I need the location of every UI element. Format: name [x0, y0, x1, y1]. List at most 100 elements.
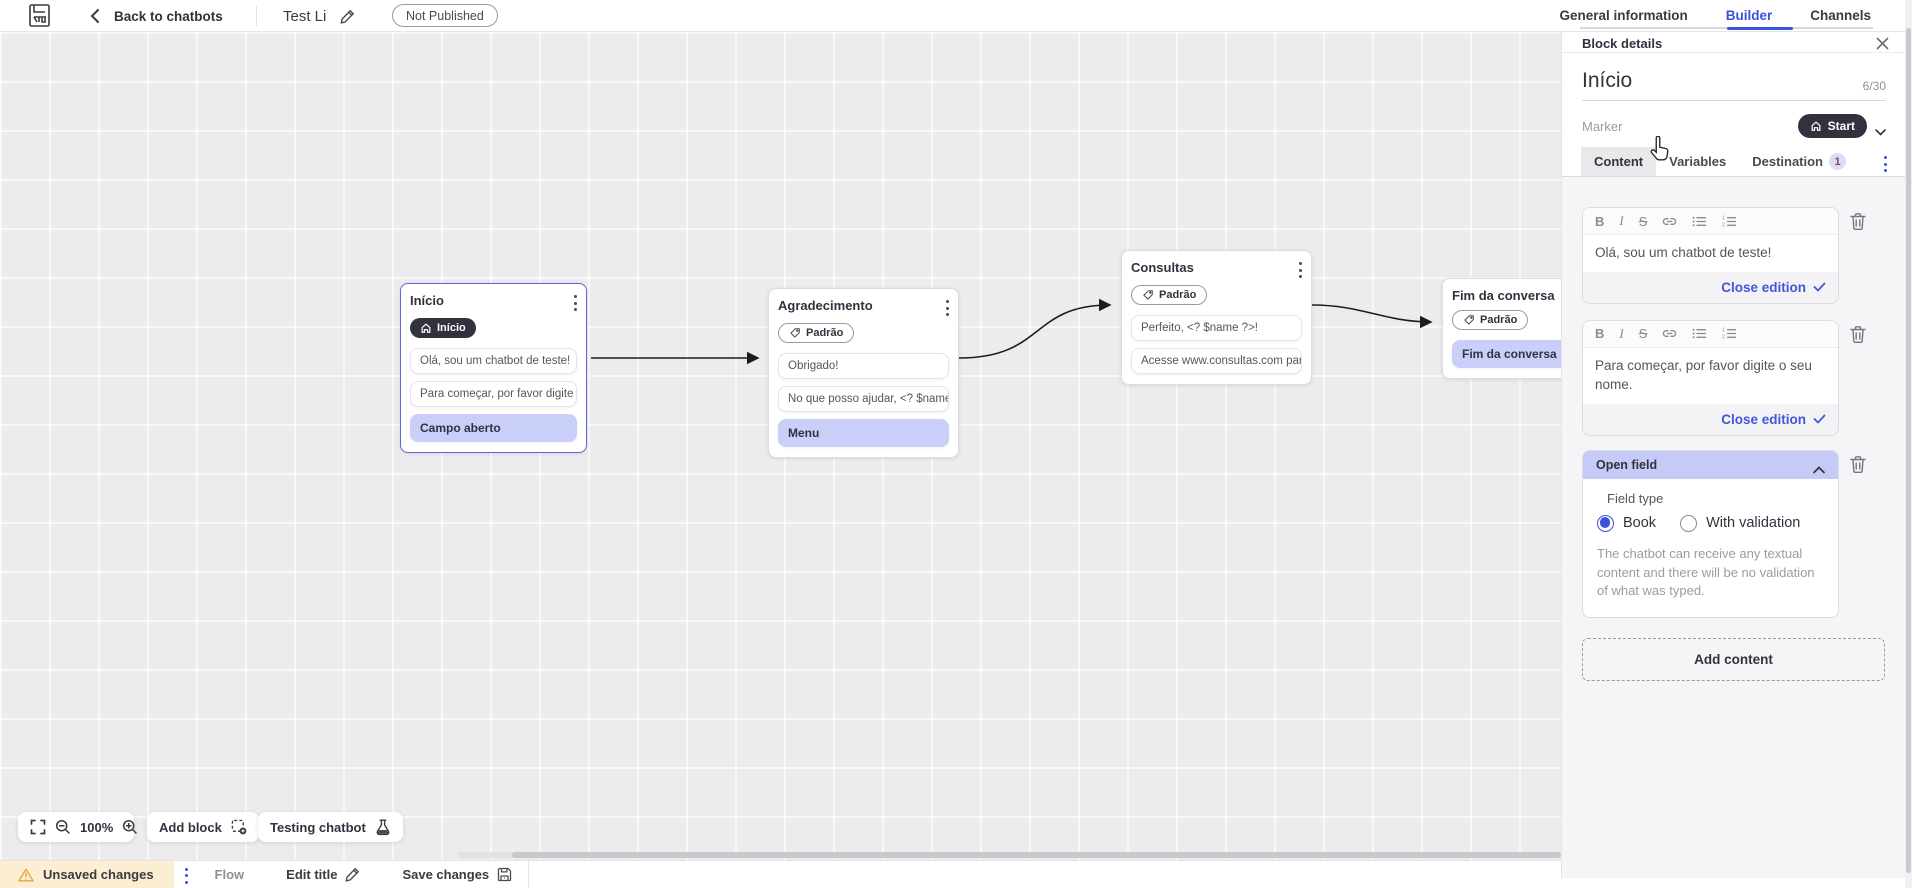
block-item-end[interactable]: Fim da conversa: [1452, 340, 1561, 368]
block-item-message[interactable]: Acesse www.consultas.com par...: [1131, 348, 1302, 374]
save-icon: [497, 867, 512, 882]
panel-tab-destination-label: Destination: [1752, 154, 1824, 169]
back-chevron-icon[interactable]: [90, 9, 100, 23]
marker-label: Marker: [1582, 118, 1623, 134]
zoom-level: 100%: [80, 819, 114, 835]
page-vertical-scrollbar[interactable]: [1905, 0, 1912, 888]
editor-text[interactable]: Olá, sou um chatbot de teste!: [1595, 245, 1772, 260]
block-item-message[interactable]: Para começar, por favor digite o ...: [410, 381, 577, 407]
default-marker-pill: Padrão: [778, 323, 855, 343]
radio-icon[interactable]: [1597, 514, 1614, 532]
trash-icon[interactable]: [1849, 212, 1867, 231]
radio-label: With validation: [1706, 515, 1801, 532]
radio-icon[interactable]: [1680, 514, 1698, 532]
field-type-helper-text: The chatbot can receive any textual cont…: [1597, 545, 1815, 599]
flow-block-fim-da-conversa[interactable]: Fim da conversa Padrão Fim da conversa: [1442, 278, 1561, 379]
save-changes-label: Save changes: [402, 867, 490, 882]
testing-chatbot-button[interactable]: Testing chatbot: [258, 812, 403, 842]
block-item-open-field[interactable]: Campo aberto: [410, 414, 577, 442]
panel-kebab-menu-icon[interactable]: [1883, 156, 1887, 172]
panel-tab-destination[interactable]: Destination 1: [1739, 147, 1859, 176]
marker-select[interactable]: Start: [1797, 114, 1867, 138]
panel-tab-variables[interactable]: Variables: [1669, 154, 1727, 169]
radio-option-with-validation[interactable]: With validation: [1680, 514, 1801, 532]
topbar-divider: [256, 6, 257, 26]
publish-status-badge: Not Published: [392, 4, 498, 27]
radio-option-book[interactable]: Book: [1597, 514, 1657, 532]
marker-pill-label: Padrão: [1159, 289, 1197, 301]
link-icon[interactable]: [1662, 214, 1677, 229]
zoom-in-icon[interactable]: [122, 819, 138, 835]
top-tabs: General information Builder Channels: [1557, 0, 1873, 30]
flow-block-inicio[interactable]: Início Início Olá, sou um chatbot de tes…: [400, 283, 587, 453]
bullet-list-icon[interactable]: [1692, 214, 1707, 229]
flow-canvas[interactable]: Início Início Olá, sou um chatbot de tes…: [0, 32, 1561, 860]
block-item-menu[interactable]: Menu: [778, 419, 949, 447]
flow-block-agradecimento[interactable]: Agradecimento Padrão Obrigado! No que po…: [768, 288, 959, 458]
trash-icon[interactable]: [1849, 455, 1867, 474]
flow-block-consultas[interactable]: Consultas Padrão Perfeito, <? $name ?>! …: [1121, 250, 1312, 385]
block-item-message[interactable]: No que posso ajudar, <? $name ...: [778, 386, 949, 412]
bullet-list-icon[interactable]: [1692, 326, 1707, 341]
check-icon: [1813, 414, 1826, 424]
panel-tab-content[interactable]: Content: [1581, 147, 1657, 176]
block-item-message[interactable]: Obrigado!: [778, 353, 949, 379]
tab-builder[interactable]: Builder: [1725, 7, 1773, 23]
bold-icon[interactable]: B: [1595, 326, 1605, 342]
trash-icon[interactable]: [1849, 325, 1867, 344]
edit-title-button[interactable]: Edit title: [286, 867, 360, 882]
edit-title-label: Edit title: [286, 867, 338, 882]
zoom-out-icon[interactable]: [55, 819, 71, 835]
chevron-up-icon: [1813, 461, 1825, 474]
radio-label: Book: [1623, 515, 1657, 532]
default-marker-pill: Padrão: [1131, 285, 1208, 305]
block-title: Fim da conversa: [1452, 288, 1555, 303]
bold-icon[interactable]: B: [1595, 213, 1605, 229]
strikethrough-icon[interactable]: S: [1638, 326, 1648, 342]
back-to-chatbots-link[interactable]: Back to chatbots: [114, 8, 223, 24]
add-content-button[interactable]: Add content: [1582, 638, 1885, 682]
close-edition-button[interactable]: Close edition: [1583, 271, 1838, 303]
statusbar-kebab-menu-icon[interactable]: [185, 867, 189, 884]
block-name-input[interactable]: Início: [1582, 69, 1633, 92]
kebab-menu-icon[interactable]: [573, 295, 577, 311]
unsaved-changes-chip: Unsaved changes: [0, 861, 174, 888]
italic-icon[interactable]: I: [1619, 325, 1624, 341]
page-vertical-scrollbar-thumb[interactable]: [1906, 28, 1911, 873]
link-icon[interactable]: [1662, 326, 1677, 341]
editor-text[interactable]: Para começar, por favor digite o seu nom…: [1595, 357, 1812, 393]
tag-icon: [790, 328, 800, 338]
block-item-message[interactable]: Olá, sou um chatbot de teste!: [410, 348, 577, 374]
tab-channels[interactable]: Channels: [1810, 7, 1871, 23]
chevron-down-icon[interactable]: [1875, 123, 1886, 136]
tab-general-information[interactable]: General information: [1559, 7, 1688, 23]
open-field-card: Open field Field type Book: [1582, 449, 1839, 619]
block-item-message[interactable]: Perfeito, <? $name ?>!: [1131, 315, 1302, 341]
marker-pill-label: Padrão: [806, 327, 844, 339]
flow-menu-item[interactable]: Flow: [214, 867, 245, 882]
statusbar-divider: [528, 860, 530, 888]
fit-screen-icon[interactable]: [30, 819, 46, 835]
kebab-menu-icon[interactable]: [945, 300, 949, 316]
panel-tabs: Content Variables Destination 1: [1562, 147, 1905, 177]
canvas-horizontal-scrollbar-thumb[interactable]: [512, 852, 1561, 858]
open-field-header[interactable]: Open field: [1583, 450, 1838, 479]
close-edition-button[interactable]: Close edition: [1583, 403, 1838, 435]
save-changes-button[interactable]: Save changes: [402, 867, 512, 882]
canvas-horizontal-scrollbar[interactable]: [457, 852, 1561, 858]
svg-text:1: 1: [1722, 328, 1725, 334]
default-marker-pill: Padrão: [1452, 310, 1529, 330]
edit-title-pencil-icon[interactable]: [340, 9, 355, 24]
add-block-button[interactable]: Add block: [147, 812, 259, 842]
kebab-menu-icon[interactable]: [1298, 262, 1302, 278]
italic-icon[interactable]: I: [1619, 213, 1624, 228]
strikethrough-icon[interactable]: S: [1638, 213, 1648, 229]
close-icon[interactable]: [1876, 37, 1889, 50]
